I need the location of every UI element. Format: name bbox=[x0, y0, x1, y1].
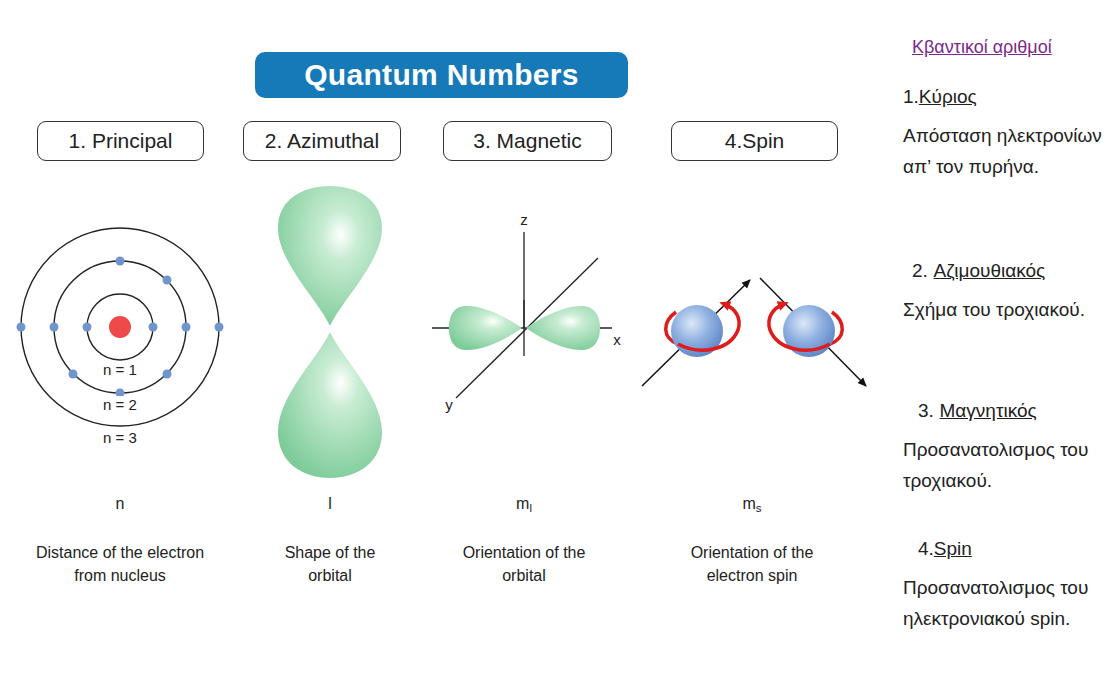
electron bbox=[163, 276, 172, 285]
side-text: Προσανατολισμος του ηλεκτρονιακού spin. bbox=[903, 577, 1088, 629]
number-header: 3. Magnetic bbox=[443, 121, 612, 161]
side-text: Προσανατολισμος του τροχιακού. bbox=[903, 439, 1088, 491]
node-text: Quantum Numbers bbox=[304, 58, 579, 92]
description: Shape of the orbital bbox=[285, 544, 376, 584]
side-heading: 4. bbox=[918, 538, 934, 559]
side-title-row: Κβαντικοί αριθμοί bbox=[912, 37, 1052, 58]
side-heading-row: 4.Spin bbox=[918, 538, 972, 560]
shell-label: n = 3 bbox=[101, 429, 139, 446]
side-heading: Μαγνητικός bbox=[940, 400, 1037, 421]
spin-illustration bbox=[642, 278, 866, 386]
electron bbox=[149, 323, 158, 332]
description: Distance of the electron from nucleus bbox=[36, 544, 204, 584]
side-heading: 3. bbox=[918, 400, 934, 421]
shell-label-row: n = 3 bbox=[101, 429, 139, 446]
side-title: Κβαντικοί αριθμοί bbox=[912, 37, 1052, 57]
electron bbox=[50, 323, 59, 332]
number-header: 2. Azimuthal bbox=[243, 121, 401, 161]
shell-label: n = 2 bbox=[101, 396, 139, 413]
node-text: 3. Magnetic bbox=[473, 129, 582, 153]
atom-model bbox=[21, 228, 219, 426]
side-heading: Κύριος bbox=[919, 86, 977, 107]
shell-label: n = 1 bbox=[101, 361, 139, 378]
axis-label: z bbox=[520, 211, 528, 228]
symbol-row: ml bbox=[516, 495, 532, 514]
electron bbox=[17, 323, 26, 332]
nucleus bbox=[109, 316, 131, 338]
p-orbital bbox=[278, 186, 382, 478]
symbol: m bbox=[742, 495, 755, 512]
symbol-row: ms bbox=[742, 495, 761, 514]
side-text: Σχήμα του τροχιακού. bbox=[903, 299, 1085, 320]
axis-label-row: y bbox=[445, 396, 453, 413]
symbol-row: n bbox=[116, 495, 125, 513]
axis-label-row: x bbox=[613, 331, 621, 348]
node-text: 4.Spin bbox=[725, 129, 785, 153]
side-heading-row: 1.Κύριος bbox=[903, 86, 977, 108]
symbol: n bbox=[116, 495, 125, 512]
axis-label: y bbox=[445, 396, 453, 413]
electron bbox=[163, 370, 172, 379]
shell-label-row: n = 1 bbox=[101, 361, 139, 378]
electron bbox=[215, 323, 224, 332]
axis-label: x bbox=[613, 331, 621, 348]
electrons bbox=[17, 257, 224, 398]
side-text-row: Προσανατολισμος του τροχιακού. bbox=[903, 434, 1103, 496]
side-heading-row: 3. Μαγνητικός bbox=[918, 400, 1037, 422]
electron bbox=[116, 257, 125, 266]
side-text-row: Σχήμα του τροχιακού. bbox=[903, 294, 1103, 325]
electron bbox=[182, 323, 191, 332]
side-text: Απόσταση ηλεκτρονίων απ’ τον πυρήνα. bbox=[903, 125, 1102, 177]
symbol: l bbox=[328, 495, 332, 512]
side-heading: 2. bbox=[912, 260, 928, 281]
description: Orientation of the electron spin bbox=[691, 544, 814, 584]
electron bbox=[69, 370, 78, 379]
node-text: 2. Azimuthal bbox=[265, 129, 379, 153]
axis-label-row: z bbox=[520, 211, 528, 228]
number-header: 1. Principal bbox=[37, 121, 204, 161]
description-row: Distance of the electron from nucleus bbox=[20, 541, 220, 587]
side-heading-row: 2. Αζιμουθιακός bbox=[912, 260, 1045, 282]
axes bbox=[432, 232, 612, 398]
shell-label-row: n = 2 bbox=[101, 396, 139, 413]
symbol-row: l bbox=[328, 495, 332, 513]
description-row: Orientation of the orbital bbox=[449, 541, 599, 587]
number-header: 4.Spin bbox=[671, 121, 838, 161]
node-text: 1. Principal bbox=[69, 129, 173, 153]
description-row: Orientation of the electron spin bbox=[667, 541, 837, 587]
symbol: l bbox=[529, 502, 532, 514]
side-heading: Spin bbox=[934, 538, 972, 559]
symbol: s bbox=[756, 502, 762, 514]
symbol: m bbox=[516, 495, 529, 512]
side-text-row: Προσανατολισμος του ηλεκτρονιακού spin. bbox=[903, 572, 1103, 634]
side-heading: Αζιμουθιακός bbox=[934, 260, 1046, 281]
side-heading: 1. bbox=[903, 86, 919, 107]
electron bbox=[83, 323, 92, 332]
title-box: Quantum Numbers bbox=[255, 52, 628, 98]
description-row: Shape of the orbital bbox=[265, 541, 395, 587]
description: Orientation of the orbital bbox=[463, 544, 586, 584]
side-text-row: Απόσταση ηλεκτρονίων απ’ τον πυρήνα. bbox=[903, 120, 1103, 182]
